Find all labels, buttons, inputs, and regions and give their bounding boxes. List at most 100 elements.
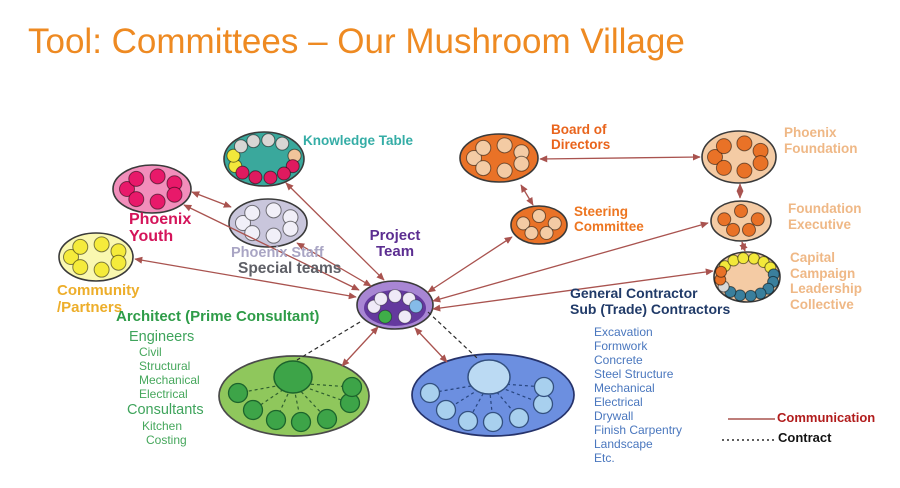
committee-community-partners (58, 232, 134, 282)
general-contractor-title: General Contractor Sub (Trade) Contracto… (570, 285, 731, 317)
member-dot (475, 139, 492, 156)
member-dot (261, 133, 276, 148)
member-dot (72, 259, 89, 276)
foundation-executive-label: Foundation Executive (788, 201, 862, 232)
member-dot (265, 227, 282, 244)
member-dot (72, 238, 89, 255)
member-dot (242, 399, 264, 421)
committee-capital-campaign (713, 251, 781, 303)
legend-communication-label: Communication (777, 410, 876, 425)
member-dot (496, 162, 513, 179)
architect-item: Costing (146, 433, 187, 447)
trade-item: Mechanical (594, 381, 655, 395)
member-dot (149, 168, 166, 185)
member-dot (226, 148, 241, 163)
communication-arrow (427, 236, 513, 293)
architect-item: Mechanical (139, 373, 200, 387)
trade-item: Etc. (594, 451, 615, 465)
trade-item: Landscape (594, 437, 653, 451)
member-dot (532, 209, 546, 223)
project-team-label: Project Team (369, 227, 421, 260)
contract-line (296, 321, 361, 361)
member-dot (750, 212, 765, 227)
communication-arrow (739, 241, 748, 252)
member-dot (128, 191, 145, 208)
member-dot (397, 309, 412, 324)
architect-title: Architect (Prime Consultant) (116, 308, 320, 325)
architect-group-consultants: Consultants (127, 402, 204, 418)
member-dot (290, 411, 312, 433)
architect-org-lead-circle (273, 360, 313, 394)
member-dot (496, 137, 513, 154)
trade-item: Electrical (594, 395, 643, 409)
member-dot (508, 407, 530, 429)
committee-board-of-directors (459, 133, 539, 183)
trade-item: Drywall (594, 409, 634, 423)
phoenix-youth-label: Phoenix Youth (129, 211, 192, 245)
knowledge-table-label: Knowledge Table (303, 133, 414, 148)
member-dot (741, 222, 756, 237)
member-dot (524, 225, 539, 240)
contract-line (427, 311, 478, 359)
member-dot (736, 135, 753, 152)
member-dot (244, 204, 261, 221)
trade-item: Excavation (594, 325, 653, 339)
committee-phoenix-foundation (701, 130, 777, 184)
architect-item: Kitchen (142, 419, 183, 433)
member-dot (513, 155, 530, 172)
member-dot (248, 170, 263, 185)
member-dot (419, 382, 441, 404)
member-dot (119, 181, 135, 197)
member-dot (128, 170, 145, 187)
member-dot (378, 309, 393, 324)
trade-item: Steel Structure (594, 367, 674, 381)
member-dot (93, 236, 110, 253)
member-dot (736, 162, 753, 179)
member-dot (316, 408, 338, 430)
member-dot (265, 202, 282, 219)
member-dot (435, 399, 457, 421)
communication-arrow (285, 182, 385, 281)
architect-item: Civil (139, 345, 162, 359)
special-teams-label: Special teams (238, 260, 342, 277)
member-dot (265, 409, 287, 431)
general-contractor-org (411, 353, 575, 437)
board-of-directors-label: Board of Directors (551, 122, 611, 152)
member-dot (282, 220, 299, 237)
phoenix-foundation-label: Phoenix Foundation (784, 125, 858, 156)
member-dot (539, 225, 554, 240)
member-dot (726, 222, 741, 237)
member-dot (532, 393, 554, 415)
legend-contract-label: Contract (778, 430, 832, 445)
member-dot (715, 159, 732, 176)
trade-item: Formwork (594, 339, 648, 353)
member-dot (727, 254, 740, 267)
architect-group-engineers: Engineers (129, 329, 195, 345)
member-dot (110, 254, 127, 271)
member-dot (149, 193, 166, 210)
member-dot (752, 155, 769, 172)
phoenix-staff-label: Phoenix Staff (231, 245, 324, 261)
communication-arrow (191, 191, 232, 208)
member-dot (63, 249, 79, 265)
committee-phoenix-youth (112, 164, 192, 214)
committee-phoenix-staff (228, 198, 308, 248)
capital-campaign-label: Capital Campaign Leadership Collective (790, 250, 863, 312)
general-contractor-org-lead-circle (467, 359, 511, 395)
member-dot (235, 165, 250, 180)
trade-item: Finish Carpentry (594, 423, 683, 437)
member-dot (166, 186, 183, 203)
member-dot (246, 134, 261, 149)
member-dot (457, 410, 479, 432)
communication-arrow (414, 327, 448, 363)
member-dot (373, 291, 388, 306)
member-dot (275, 136, 290, 151)
architect-org (218, 355, 370, 437)
member-dot (717, 212, 732, 227)
member-dot (707, 149, 723, 165)
committee-knowledge-table (223, 131, 305, 187)
steering-committee-label: Steering Committee (574, 204, 644, 234)
architect-item: Structural (139, 359, 191, 373)
